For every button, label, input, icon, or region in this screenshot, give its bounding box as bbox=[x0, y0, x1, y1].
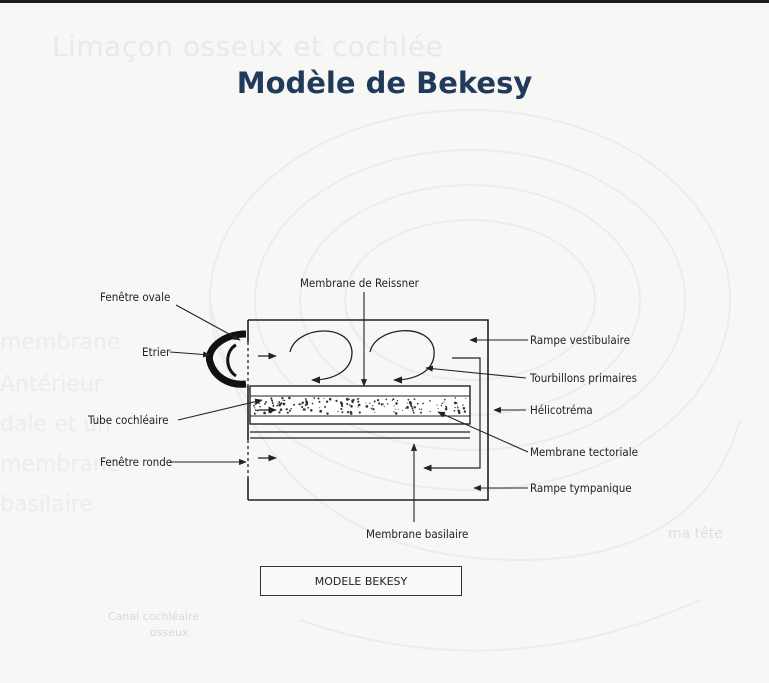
label-helicotrema: Hélicotréma bbox=[530, 403, 593, 417]
top-border-line bbox=[0, 0, 769, 3]
background-watermark-line: basilaire bbox=[0, 492, 93, 517]
label-scala-tympani: Rampe tympanique bbox=[530, 481, 632, 495]
label-cochlear-tube: Tube cochléaire bbox=[87, 413, 168, 427]
label-leader-lines bbox=[169, 292, 529, 522]
label-tectorial-membrane: Membrane tectoriale bbox=[530, 445, 638, 459]
cochlea-box bbox=[247, 319, 489, 501]
label-round-window: Fenêtre ronde bbox=[100, 455, 172, 469]
background-watermark-line: Antérieur bbox=[0, 372, 103, 397]
background-watermark-label: osseux bbox=[150, 626, 189, 639]
label-primary-vortices: Tourbillons primaires bbox=[529, 371, 637, 385]
primary-vortices bbox=[289, 330, 435, 384]
stapes-shape bbox=[205, 330, 247, 388]
background-watermark-label: Canal cochléaire bbox=[108, 610, 200, 623]
label-basilar-membrane: Membrane basilaire bbox=[366, 527, 468, 541]
background-watermark-title: Limaçon osseux et cochlée bbox=[52, 30, 444, 63]
background-watermark-line: membrane bbox=[0, 452, 121, 477]
diagram-caption: MODELE BEKESY bbox=[260, 566, 462, 596]
background-watermark-label: ma tête bbox=[668, 526, 723, 542]
label-scala-vestibuli: Rampe vestibulaire bbox=[530, 333, 630, 347]
fluid-flow-arrows bbox=[258, 352, 481, 472]
slide-title: Modèle de Bekesy bbox=[236, 66, 533, 100]
background-watermark-line: dale et un bbox=[0, 412, 112, 437]
label-stapes: Etrier bbox=[142, 345, 171, 359]
label-reissner-membrane: Membrane de Reissner bbox=[300, 276, 420, 290]
cochlear-partition bbox=[249, 385, 471, 439]
label-oval-window: Fenêtre ovale bbox=[100, 290, 170, 304]
background-watermark-line: membrane bbox=[0, 330, 121, 355]
